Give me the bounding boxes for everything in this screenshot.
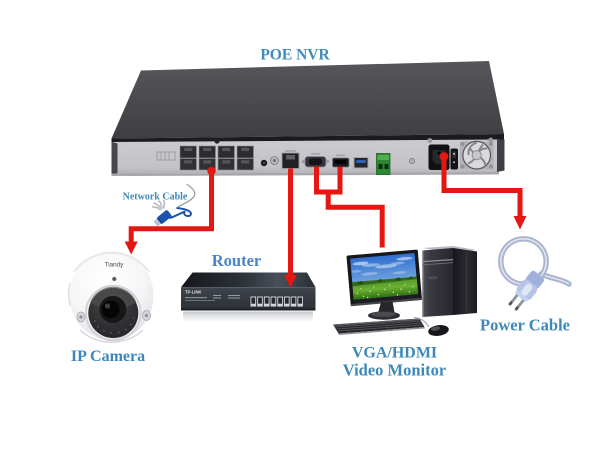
svg-text:POE NVR: POE NVR <box>260 47 330 64</box>
svg-text:acer: acer <box>429 275 438 280</box>
svg-text:Router: Router <box>212 251 261 270</box>
svg-text:VGA/HDMI: VGA/HDMI <box>352 345 437 362</box>
svg-text:Power Cable: Power Cable <box>480 316 570 335</box>
svg-text:Video Monitor: Video Monitor <box>343 361 446 380</box>
svg-text:TP-LINK: TP-LINK <box>185 290 202 295</box>
svg-text:IP Camera: IP Camera <box>71 348 145 365</box>
svg-text:Tiandy: Tiandy <box>105 262 125 269</box>
svg-text:Network Cable: Network Cable <box>123 192 188 203</box>
